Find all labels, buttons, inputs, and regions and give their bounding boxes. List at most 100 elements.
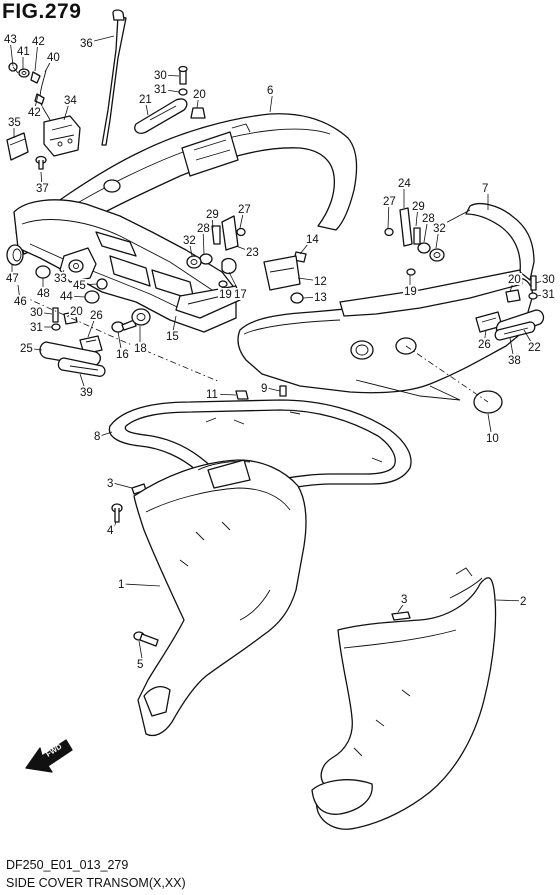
callout-background — [136, 658, 145, 670]
callout-background — [27, 106, 43, 118]
callout-6: 6 — [267, 85, 273, 97]
callout-20: 20 — [508, 274, 521, 286]
callout-18: 18 — [134, 343, 147, 355]
part-bracket-23 — [221, 215, 239, 251]
part-cap-13 — [290, 292, 304, 304]
footer-diagram-name: SIDE COVER TRANSOM(X,XX) — [6, 876, 186, 890]
callout-43: 43 — [4, 34, 17, 46]
part-bolt-43 — [8, 62, 19, 74]
part-screw-30-top — [178, 65, 188, 85]
callout-background — [59, 290, 75, 302]
callout-34: 34 — [64, 95, 77, 107]
part-bracket-34 — [43, 115, 81, 157]
callout-background — [260, 382, 269, 394]
part-handle-38 — [494, 321, 536, 341]
callout-background — [519, 595, 528, 607]
callout-37: 37 — [36, 183, 49, 195]
callout-background — [382, 195, 398, 207]
callout-7: 7 — [482, 183, 488, 195]
part-bracket-35 — [6, 132, 29, 161]
callout-32: 32 — [433, 223, 446, 235]
part-cap-48 — [35, 265, 51, 279]
part-clip-29-left — [211, 225, 221, 245]
callout-background — [106, 477, 115, 489]
callout-3: 3 — [107, 478, 113, 490]
part-band-36 — [101, 9, 127, 146]
part-collar-18 — [131, 308, 151, 326]
part-bolt-4 — [111, 503, 123, 523]
callout-background — [35, 182, 51, 194]
callout-27: 27 — [238, 204, 251, 216]
callout-30: 30 — [30, 307, 43, 319]
callout-2: 2 — [520, 596, 526, 608]
callout-42: 42 — [32, 36, 45, 48]
callout-24: 24 — [398, 178, 411, 190]
callout-5: 5 — [137, 659, 143, 671]
callout-47: 47 — [6, 273, 19, 285]
part-side-cover-2 — [311, 567, 497, 830]
part-clip-29-right — [413, 227, 421, 245]
callout-20: 20 — [193, 89, 206, 101]
callout-background — [153, 83, 169, 95]
callout-background — [266, 84, 275, 96]
callout-background — [411, 200, 427, 212]
part-washer-31-left — [51, 323, 61, 331]
part-side-cover-7 — [237, 202, 535, 401]
part-side-cover-1 — [133, 459, 307, 737]
part-screw-9 — [279, 385, 287, 397]
callout-36: 36 — [80, 38, 93, 50]
callout-11: 11 — [206, 389, 218, 401]
fwd-arrow-icon: FWD — [25, 739, 73, 773]
part-washer-41 — [18, 68, 30, 78]
callout-background — [397, 177, 413, 189]
centerline — [21, 295, 221, 383]
part-lever-21 — [134, 98, 188, 134]
callout-16: 16 — [116, 349, 129, 361]
callout-background — [53, 272, 69, 284]
callout-background — [313, 275, 329, 287]
callout-background — [196, 222, 212, 234]
callout-background — [421, 212, 437, 224]
part-grommet-32-left — [186, 255, 202, 269]
callout-background — [89, 309, 105, 321]
leader-line-8 — [99, 431, 113, 437]
part-grommet-20-top — [190, 107, 206, 119]
callout-31: 31 — [154, 84, 167, 96]
part-bolt-16 — [111, 319, 137, 333]
part-inner-frame-15 — [13, 199, 241, 333]
callout-19: 19 — [404, 286, 417, 298]
callout-background — [106, 524, 115, 536]
callout-background — [5, 272, 21, 284]
part-washer-19-left — [218, 280, 228, 288]
part-screw-30-right — [530, 275, 537, 291]
leader-line-1 — [123, 583, 161, 587]
callout-background — [165, 330, 181, 342]
callout-background — [507, 354, 523, 366]
part-washer-28-left — [199, 253, 213, 265]
callout-8: 8 — [94, 431, 100, 443]
callout-29: 29 — [412, 201, 425, 213]
callout-background — [16, 45, 32, 57]
part-bolt-5 — [133, 631, 159, 647]
callout-12: 12 — [314, 276, 327, 288]
callout-19: 19 — [219, 289, 232, 301]
callout-46: 46 — [14, 296, 27, 308]
part-bracket-33 — [59, 247, 97, 283]
callout-background — [46, 51, 62, 63]
callout-background — [245, 246, 261, 258]
callout-35: 35 — [8, 117, 21, 129]
callout-background — [527, 341, 543, 353]
callout-background — [72, 279, 88, 291]
part-clip-24 — [399, 207, 413, 247]
callout-23: 23 — [246, 247, 259, 259]
callout-background — [237, 203, 253, 215]
callout-28: 28 — [422, 213, 435, 225]
callout-background — [3, 33, 19, 45]
part-washer-19-right — [406, 268, 416, 276]
callout-background — [138, 93, 154, 105]
callout-background — [218, 288, 234, 300]
callout-28: 28 — [197, 223, 210, 235]
callout-background — [13, 295, 29, 307]
